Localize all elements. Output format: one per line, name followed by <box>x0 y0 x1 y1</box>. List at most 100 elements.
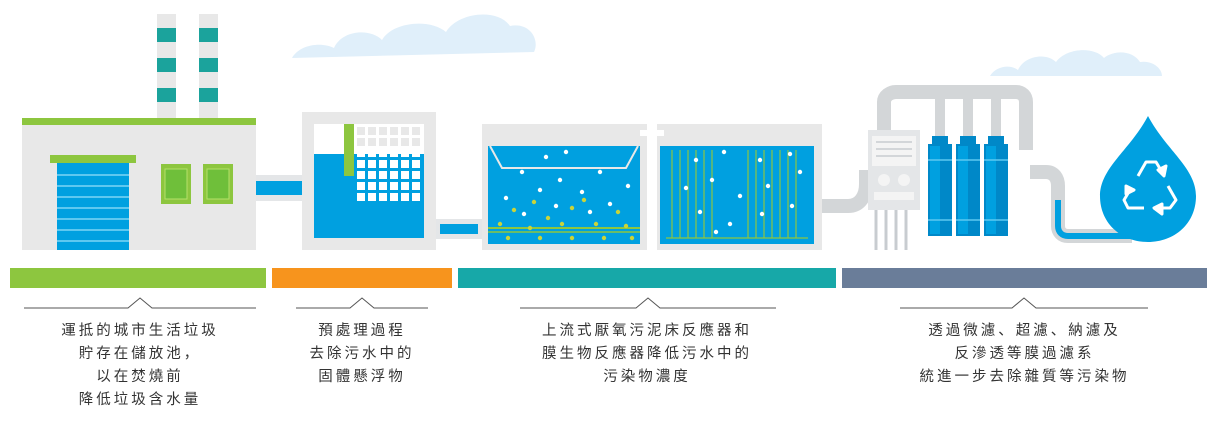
membrane-filter-icon <box>822 85 1132 250</box>
grid-cell <box>379 171 387 179</box>
grid-cell <box>412 127 420 135</box>
reactor-tank-icon <box>482 124 822 250</box>
caption-line: 降低垃圾含水量 <box>78 392 202 408</box>
grid-cell <box>401 138 409 146</box>
grid-cell <box>401 127 409 135</box>
pipe <box>256 175 302 201</box>
grid-cell <box>379 149 387 157</box>
bubble <box>503 195 509 201</box>
filter-vessel <box>928 136 952 236</box>
grid-cell <box>390 149 398 157</box>
grid-cell <box>412 138 420 146</box>
chimney <box>157 14 176 120</box>
grid-cell <box>368 171 376 179</box>
bubble <box>709 177 715 183</box>
grid-cell <box>368 149 376 157</box>
bubble <box>683 185 689 191</box>
grid-cell <box>379 160 387 168</box>
filter-vessel <box>984 136 1008 236</box>
grid-cell <box>357 138 365 146</box>
grid-cell <box>412 171 420 179</box>
sludge-particle <box>569 235 575 241</box>
bubble <box>721 149 727 155</box>
grid-cell <box>357 160 365 168</box>
bracket-rule <box>900 297 1148 309</box>
caption-pretreatment: 預處理過程 去除污水中的 固體懸浮物 <box>272 320 452 389</box>
grid-cell <box>379 182 387 190</box>
grid-cell <box>401 160 409 168</box>
grid-cell <box>357 149 365 157</box>
grid-cell <box>412 193 420 201</box>
caption-line: 上流式厭氧污泥床反應器和 <box>542 323 752 339</box>
caption-reactors: 上流式厭氧污泥床反應器和 膜生物反應器降低污水中的 污染物濃度 <box>458 320 836 389</box>
caption-line: 固體懸浮物 <box>318 369 406 385</box>
water-drop-icon <box>1100 116 1196 242</box>
bubble <box>521 211 527 217</box>
bubble <box>765 183 771 189</box>
caption-storage: 運抵的城市生活垃圾 貯存在儲放池， 以在焚燒前 降低垃圾含水量 <box>10 320 270 412</box>
stage-bar-reactors <box>458 268 836 288</box>
pipe <box>436 219 482 239</box>
cloud-icon <box>990 50 1162 76</box>
grid-cell <box>412 160 420 168</box>
grid-cell <box>368 127 376 135</box>
sludge-particle <box>505 235 511 241</box>
sludge-particle <box>537 235 543 241</box>
sludge-particle <box>527 225 533 231</box>
grid-cell <box>401 149 409 157</box>
screening-tank-icon <box>302 112 436 250</box>
caption-line: 統進一步去除雜質等污染物 <box>919 369 1130 385</box>
sludge-particle <box>581 197 587 203</box>
bubble <box>759 211 765 217</box>
caption-line: 預處理過程 <box>318 323 406 339</box>
grid-cell <box>368 138 376 146</box>
grid-cell <box>390 160 398 168</box>
bubble <box>563 149 569 155</box>
bubble <box>607 201 613 207</box>
stage-bar-pretreatment <box>272 268 452 288</box>
grid-cell <box>390 127 398 135</box>
sludge-particle <box>623 223 629 229</box>
sludge-particle <box>593 221 599 227</box>
bubble <box>797 169 803 175</box>
bracket-rule <box>520 297 776 309</box>
caption-line: 透過微濾、超濾、納濾及 <box>928 323 1121 339</box>
grid-cell <box>412 182 420 190</box>
grid-cell <box>401 193 409 201</box>
sludge-particle <box>559 221 565 227</box>
sludge-particle <box>615 209 621 215</box>
sludge-particle <box>569 205 575 211</box>
grid-cell <box>368 193 376 201</box>
grid-cell <box>357 182 365 190</box>
caption-membrane: 透過微濾、超濾、納濾及 反滲透等膜過濾系 統進一步去除雜質等污染物 <box>842 320 1207 389</box>
grid-cell <box>401 171 409 179</box>
bubble <box>757 157 763 163</box>
bubble <box>693 157 699 163</box>
bubble <box>789 203 795 209</box>
sludge-particle <box>497 221 503 227</box>
grid-cell <box>368 160 376 168</box>
grid-cell <box>412 149 420 157</box>
sludge-particle <box>531 199 537 205</box>
cloud-icon <box>292 14 536 58</box>
stage-bar-storage <box>10 268 266 288</box>
grid-cell <box>368 182 376 190</box>
bubble <box>625 183 631 189</box>
grid-cell <box>379 193 387 201</box>
caption-line: 以在焚燒前 <box>96 369 184 385</box>
sludge-particle <box>545 215 551 221</box>
bracket-rule <box>24 297 256 309</box>
recycle-icon <box>1122 160 1178 216</box>
bubble <box>543 154 549 160</box>
grid-cell <box>390 193 398 201</box>
grid-cell <box>390 138 398 146</box>
grid-cell <box>357 127 365 135</box>
bubble <box>737 193 743 199</box>
screen-grid <box>357 127 420 201</box>
caption-line: 污染物濃度 <box>603 369 691 385</box>
caption-line: 貯存在儲放池， <box>78 346 202 362</box>
caption-line: 運抵的城市生活垃圾 <box>61 323 219 339</box>
grid-cell <box>379 138 387 146</box>
bubble <box>587 209 593 215</box>
